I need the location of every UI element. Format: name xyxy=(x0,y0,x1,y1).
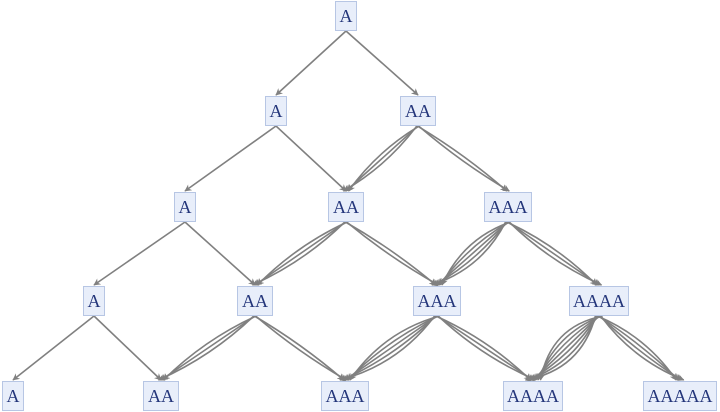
edge-r3b-to-r4b-2 xyxy=(160,315,256,381)
edge-r3d-to-r4d-7 xyxy=(538,315,603,381)
node-r3a: A xyxy=(83,286,105,316)
edge-r3a-to-r4b-1 xyxy=(93,315,162,381)
edge-r3a-to-r4a-1 xyxy=(12,315,95,381)
node-r4a: A xyxy=(2,381,24,411)
node-r4c: AAA xyxy=(321,381,369,411)
edge-r2c-to-r3d-3 xyxy=(508,221,603,286)
edge-r2b-to-r3c-2 xyxy=(346,221,439,286)
edge-r0a-to-r1a-1 xyxy=(275,30,347,96)
edge-r2c-to-r3c-5 xyxy=(441,221,511,286)
node-r3c: AAA xyxy=(413,286,461,316)
edge-r2a-to-r3a-1 xyxy=(93,221,186,286)
node-r1a: A xyxy=(265,96,287,126)
edge-r2b-to-r3b-3 xyxy=(256,221,348,286)
edge-r3c-to-r4d-2 xyxy=(436,315,534,381)
node-r2a: A xyxy=(174,192,196,222)
edge-r1a-to-r2a-1 xyxy=(184,125,277,192)
node-r4e: AAAAA xyxy=(643,381,717,411)
edge-r2b-to-r3b-2 xyxy=(254,221,347,286)
edge-r3c-to-r4d-3 xyxy=(437,315,537,381)
edge-r1a-to-r2b-1 xyxy=(275,125,347,192)
edge-r3d-to-r4e-4 xyxy=(600,315,685,381)
edge-r1b-to-r2b-1 xyxy=(342,125,418,192)
edge-r2c-to-r3c-2 xyxy=(433,221,508,286)
edge-r3b-to-r4b-3 xyxy=(162,315,257,381)
edge-r1b-to-r2b-3 xyxy=(347,125,420,192)
node-r4b: AA xyxy=(143,381,179,411)
edge-r3d-to-r4d-3 xyxy=(529,315,599,381)
node-r3b: AA xyxy=(237,286,273,316)
edge-r3c-to-r4c-5 xyxy=(349,315,440,381)
node-r0a: A xyxy=(335,1,357,31)
edge-r3d-to-r4e-3 xyxy=(599,315,682,381)
edge-r2c-to-r3d-2 xyxy=(507,221,600,286)
edge-r1b-to-r2c-2 xyxy=(418,125,510,192)
node-r1b: AA xyxy=(400,96,436,126)
node-r2b: AA xyxy=(328,192,364,222)
node-r4d: AAAA xyxy=(503,381,563,411)
edge-r0a-to-r1b-1 xyxy=(345,30,419,96)
edge-r3b-to-r4c-2 xyxy=(255,315,347,381)
node-r2c: AAA xyxy=(484,192,532,222)
edge-r2a-to-r3b-1 xyxy=(184,221,256,286)
node-r3d: AAAA xyxy=(569,286,629,316)
edge-r3c-to-r4c-3 xyxy=(344,315,438,381)
